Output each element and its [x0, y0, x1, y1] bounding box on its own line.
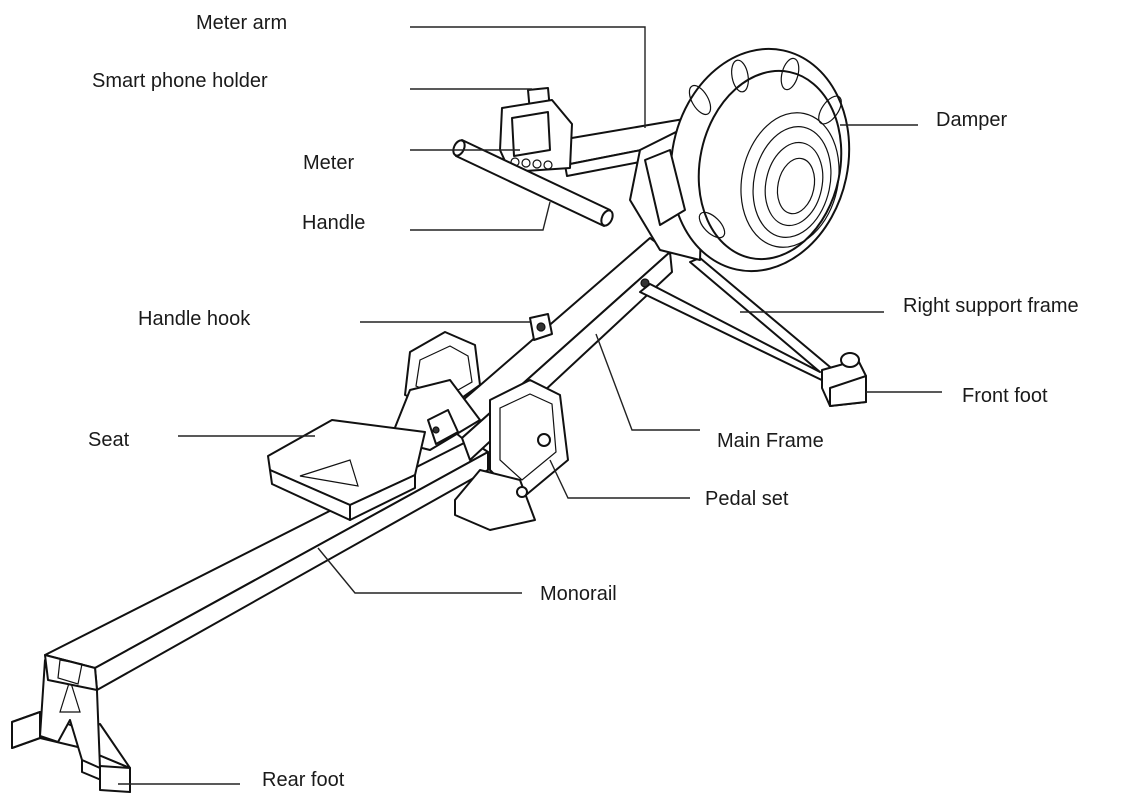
leader-main-frame	[595, 333, 700, 431]
label-rear-foot: Rear foot	[262, 769, 345, 791]
label-front-foot: Front foot	[962, 385, 1048, 407]
damper-part	[629, 47, 851, 273]
right-support-frame-part	[639, 257, 867, 407]
label-main-frame: Main Frame	[717, 430, 824, 452]
meter-part	[499, 87, 573, 173]
seat-part	[267, 409, 459, 521]
label-handle: Handle	[302, 212, 365, 234]
label-seat: Seat	[88, 429, 130, 451]
label-monorail: Monorail	[540, 583, 617, 605]
label-right-support-frame: Right support frame	[903, 295, 1079, 317]
monorail-part	[44, 439, 489, 691]
label-handle-hook: Handle hook	[138, 308, 251, 330]
label-smart-phone-holder: Smart phone holder	[92, 70, 268, 92]
label-pedal-set: Pedal set	[705, 488, 789, 510]
leader-meter-arm	[410, 26, 646, 128]
label-meter: Meter	[303, 152, 354, 174]
label-meter-arm: Meter arm	[196, 12, 287, 34]
label-damper: Damper	[936, 109, 1007, 131]
leader-handle	[410, 201, 551, 231]
handle-hook-part	[529, 313, 553, 341]
leader-lines	[118, 26, 942, 785]
leader-pedal-set	[549, 459, 690, 499]
leader-monorail	[317, 547, 522, 594]
